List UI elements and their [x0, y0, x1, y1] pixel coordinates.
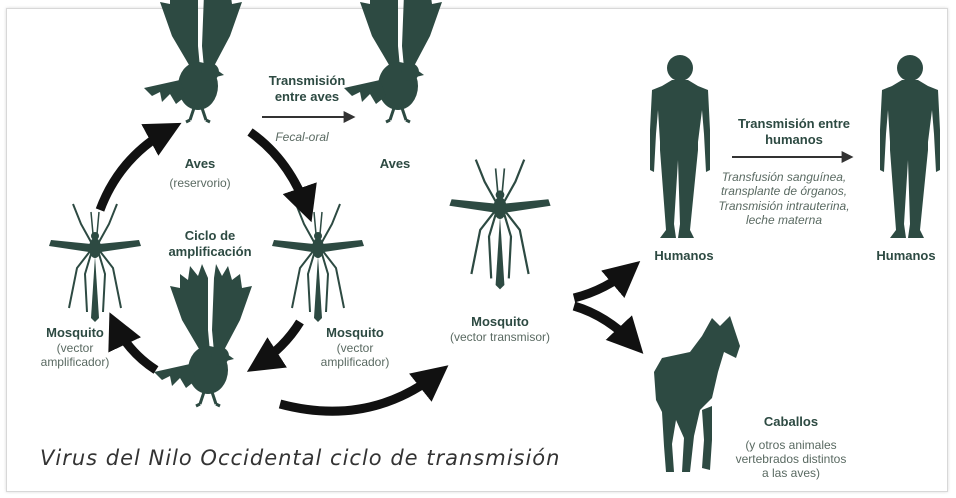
human-left-icon — [650, 55, 710, 238]
human-transmission-label: Transmisión entre humanos — [738, 116, 850, 147]
bird-top-right-label: Aves — [379, 156, 411, 171]
bird-bottom-icon — [152, 262, 254, 408]
arrow-mosquito-to-horses — [572, 301, 644, 354]
bird-top-left-icon — [142, 0, 244, 124]
human-right-icon — [880, 55, 940, 238]
arrow-mosquito-left-to-bird — [95, 122, 182, 212]
arrow-cycle-to-mosquito-center — [278, 365, 449, 416]
mosquito-right-label: Mosquito (vector amplificador) — [320, 325, 390, 369]
arrow-bird-to-mosquito-left — [108, 312, 159, 374]
human-right-label: Humanos — [876, 248, 936, 263]
horse-icon — [654, 316, 740, 472]
bird-top-left-sublabel: (reservorio) — [169, 176, 231, 190]
horse-label: Caballos (y otros animales vertebrados d… — [735, 414, 847, 481]
mosquito-left-label: Mosquito (vector amplificador) — [40, 325, 110, 369]
arrow-mosquito-to-humans — [572, 261, 641, 303]
bird-transmission-route: Fecal-oral — [275, 130, 329, 144]
mosquito-right-icon — [271, 203, 365, 323]
arrow-bird-to-mosquito-right — [247, 128, 317, 223]
mosquito-center-icon — [448, 158, 552, 291]
bird-transmission-label: Transmisión entre aves — [268, 73, 346, 104]
diagram-title: Virus del Nilo Occidental ciclo de trans… — [40, 446, 561, 470]
bird-top-left-label: Aves — [184, 156, 216, 171]
mosquito-left-icon — [48, 203, 142, 323]
human-transmission-routes: Transfusión sanguínea, transplante de ór… — [718, 170, 850, 228]
arrow-mosquito-right-to-bird — [246, 319, 304, 372]
mosquito-center-label: Mosquito (vector transmisor) — [449, 314, 550, 344]
human-left-label: Humanos — [654, 248, 714, 263]
cycle-label: Ciclo de amplificación — [168, 228, 252, 259]
cycle-arrows — [95, 122, 644, 416]
